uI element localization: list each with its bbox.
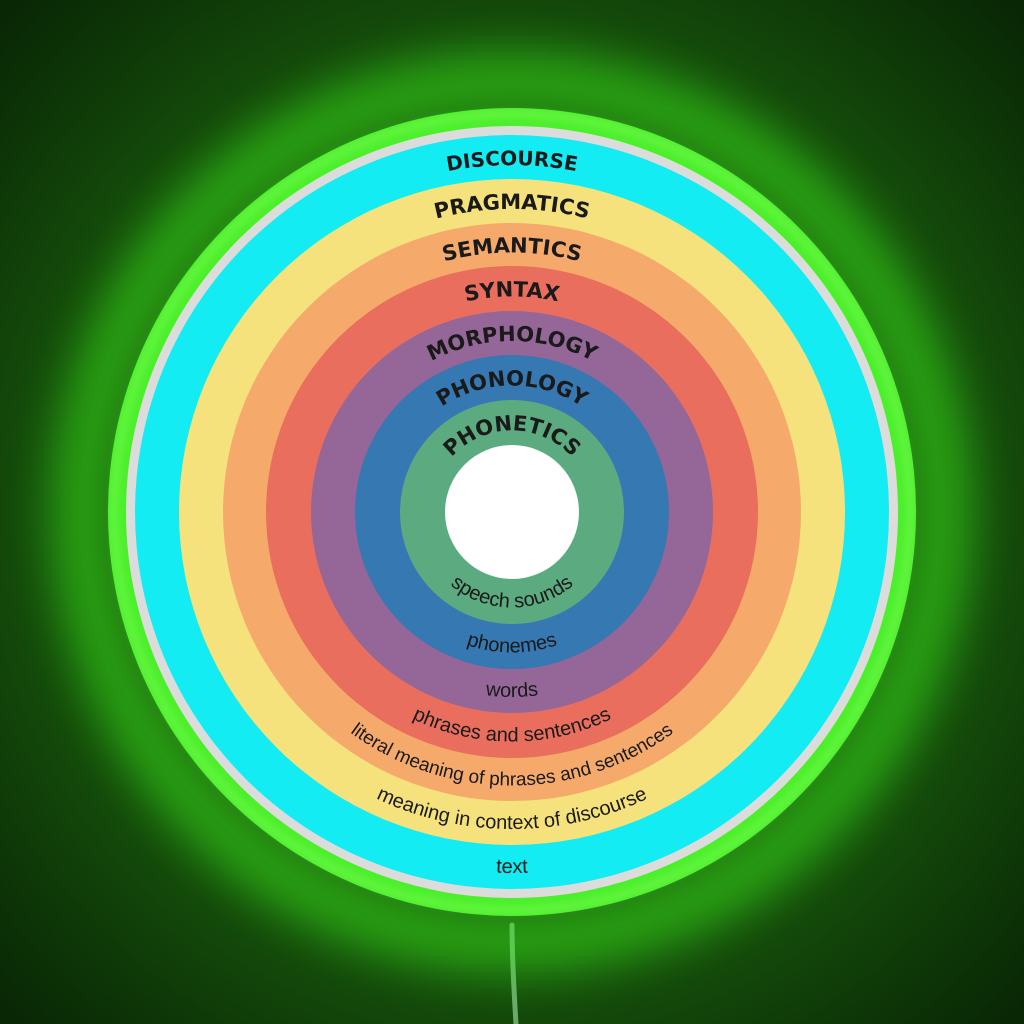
neon-glow	[52, 52, 972, 972]
ring-subtitle-discourse: text	[496, 856, 529, 878]
neon-ring-highlight	[112, 112, 912, 912]
center-circle	[445, 445, 579, 579]
ring-subtitle-morphology: words	[484, 678, 539, 702]
